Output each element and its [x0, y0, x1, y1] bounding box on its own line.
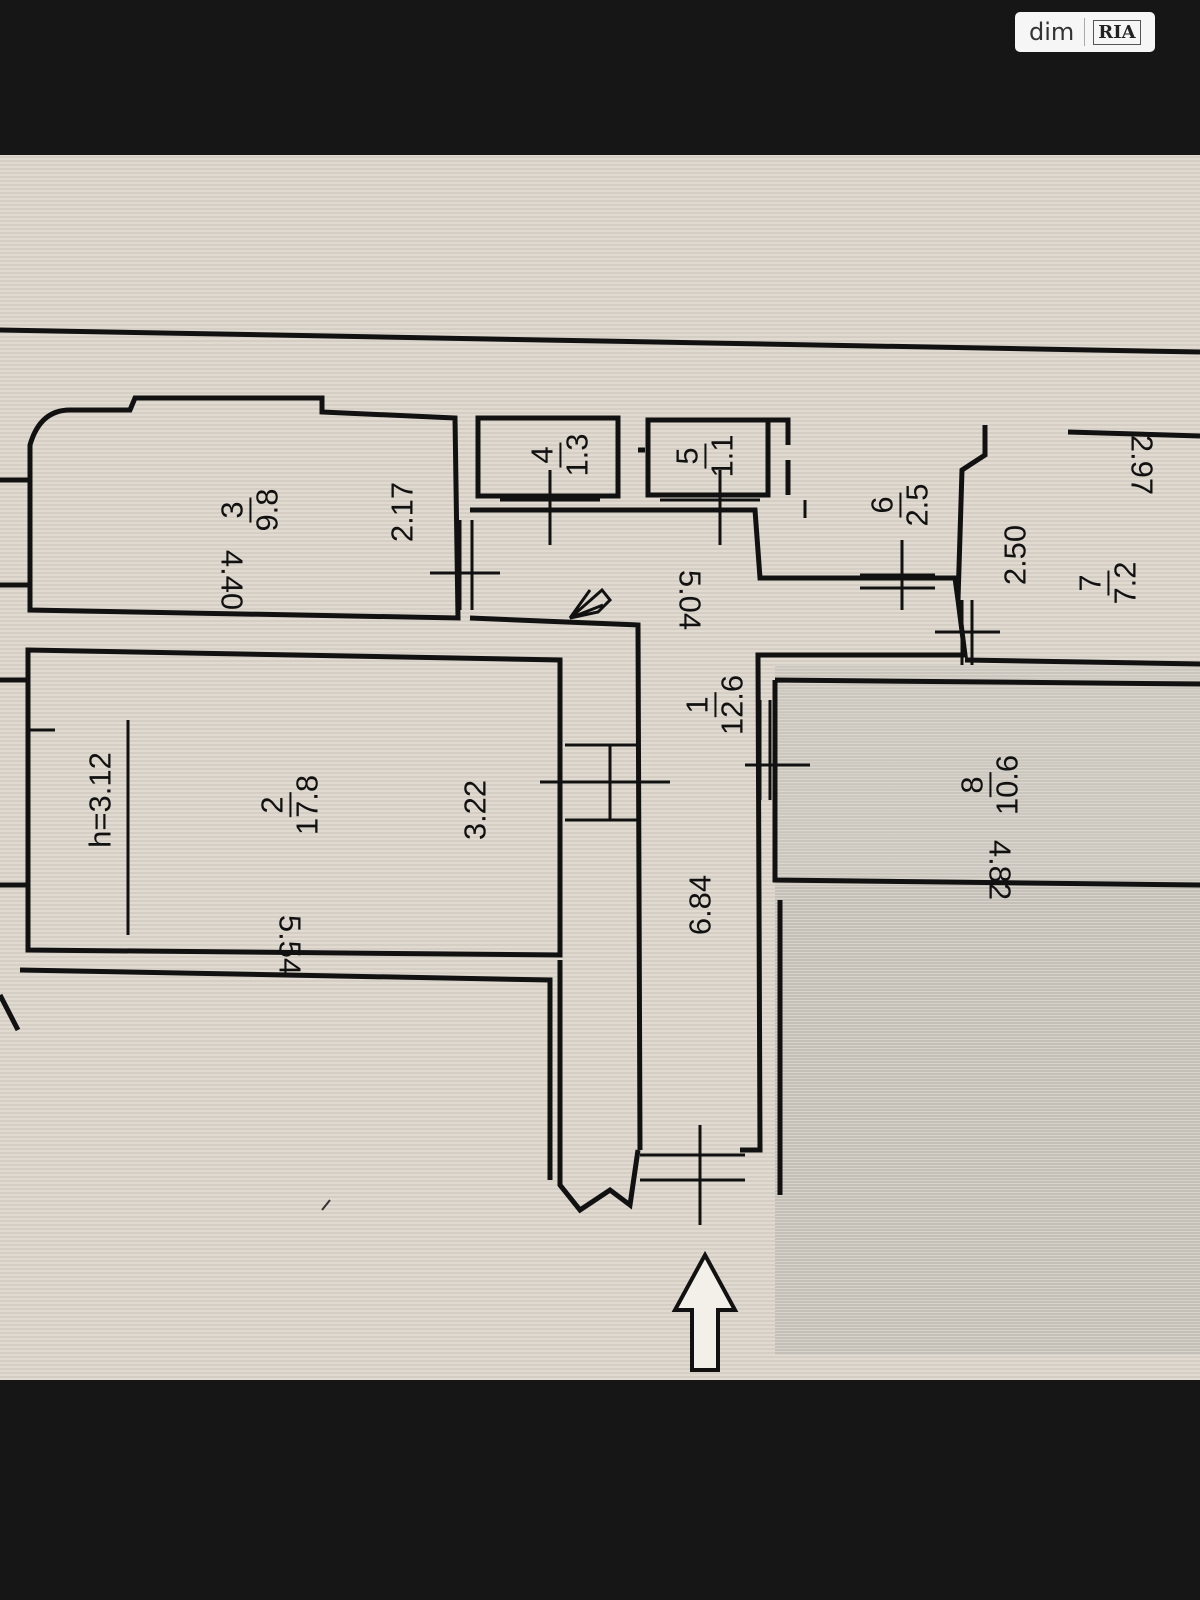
dimria-watermark: dim RIA [1015, 12, 1155, 52]
room-2-walls [25, 647, 563, 958]
room-7-walls [964, 429, 1200, 667]
room-6-walls [935, 425, 988, 601]
room-8-shading [775, 665, 1200, 885]
dim-room3-width: 2.17 [384, 481, 420, 543]
dim-room2-length: 5.54 [272, 914, 308, 976]
room-8-walls [772, 677, 1200, 888]
dim-room2-width: 3.22 [457, 779, 493, 841]
lower-wing-edge [0, 993, 21, 1032]
pen-mark [321, 1199, 331, 1211]
hall-walls [469, 507, 968, 1153]
entrance-arrow-icon [671, 1250, 739, 1372]
dim-room3-length: 4.40 [214, 549, 250, 611]
dim-room7-length: 2.97 [1124, 434, 1160, 496]
dim-room7-width: 2.50 [997, 524, 1033, 586]
entrance-jamb [557, 960, 641, 1214]
watermark-separator [1084, 18, 1086, 46]
watermark-ria-logo: RIA [1093, 19, 1141, 45]
room-5-door-jambs [638, 417, 791, 495]
left-wall-stubs [0, 477, 28, 888]
room-3-walls [27, 395, 461, 621]
dim-hall-width: 5.04 [672, 569, 708, 631]
lower-wing-wall [19, 967, 553, 1180]
ceiling-height-label: h=3.12 [82, 752, 118, 848]
dim-room8-length: 4.82 [982, 839, 1018, 901]
dim-corridor-length: 6.84 [682, 874, 718, 936]
outer-wall-line [0, 327, 1200, 355]
neighbor-area-shading [775, 885, 1200, 1355]
room-4-walls [475, 415, 621, 499]
watermark-dim-text: dim [1029, 18, 1075, 46]
hall-arrow-icon [568, 587, 613, 620]
room-5-walls [645, 417, 771, 498]
door-markers [28, 470, 1000, 1225]
